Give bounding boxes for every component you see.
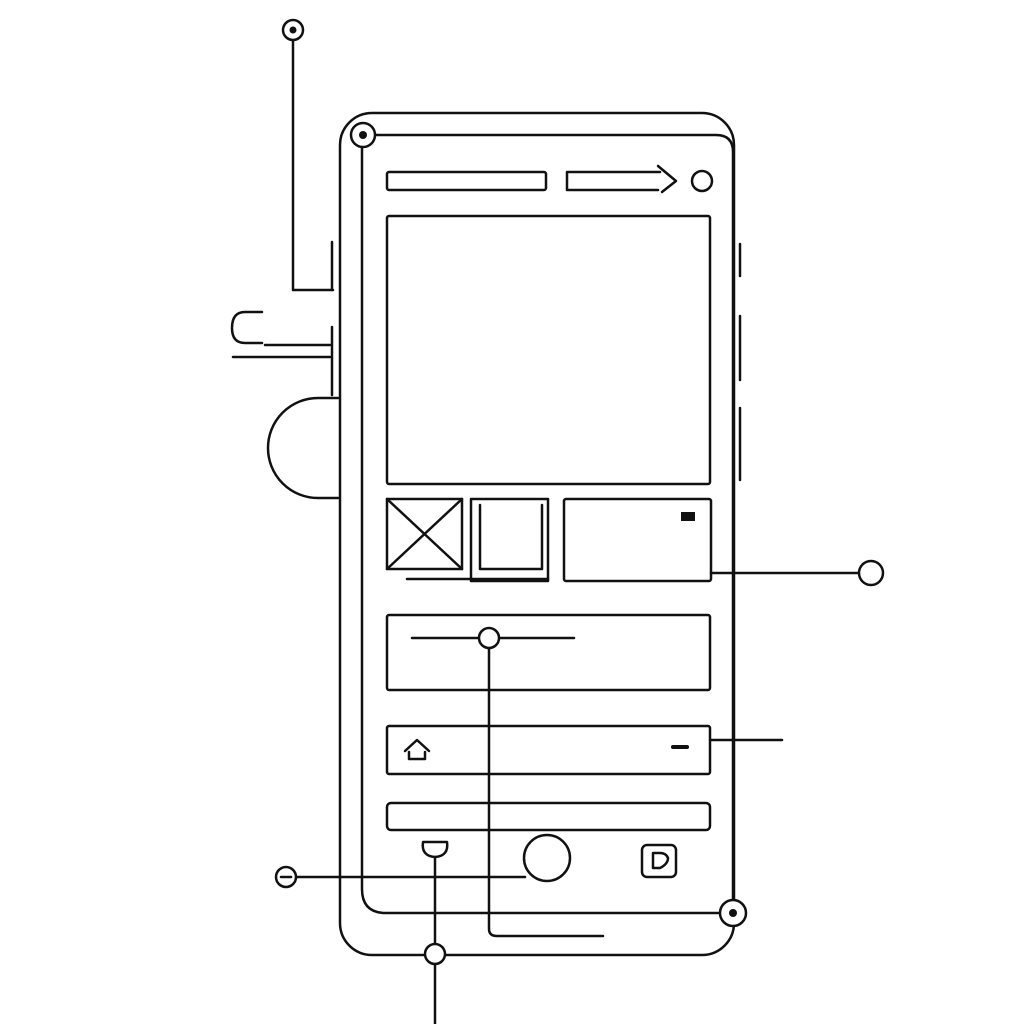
tile-card[interactable] bbox=[562, 497, 713, 583]
image-placeholder-icon[interactable] bbox=[385, 497, 464, 571]
side-bump bbox=[266, 396, 340, 500]
node-dot bbox=[289, 26, 297, 34]
tile-square[interactable] bbox=[469, 497, 550, 583]
title-bar-placeholder bbox=[385, 170, 548, 192]
callout-line-top bbox=[291, 38, 335, 292]
circle-icon[interactable] bbox=[690, 169, 714, 193]
home-button-icon[interactable] bbox=[522, 833, 572, 883]
tile-badge bbox=[681, 512, 695, 521]
node-dot bbox=[359, 131, 367, 139]
callout-line-slider bbox=[487, 646, 605, 938]
search-bar-placeholder[interactable] bbox=[565, 170, 662, 192]
callout-node-bottom bbox=[423, 942, 447, 966]
back-icon[interactable] bbox=[421, 840, 449, 859]
side-connector bbox=[230, 310, 332, 359]
slider-card bbox=[385, 613, 712, 692]
chevron-right-icon[interactable] bbox=[656, 164, 678, 194]
play-icon[interactable] bbox=[640, 843, 678, 879]
tile-cross bbox=[385, 497, 464, 571]
callout-node-right bbox=[857, 559, 885, 587]
home-icon[interactable] bbox=[403, 738, 431, 761]
phone-body bbox=[338, 111, 736, 957]
node-dot bbox=[729, 909, 737, 917]
slider-thumb[interactable] bbox=[477, 626, 501, 650]
main-image-placeholder bbox=[385, 214, 712, 486]
nav-card[interactable] bbox=[385, 724, 712, 776]
bottom-input-bar[interactable] bbox=[385, 801, 712, 832]
play-glyph bbox=[651, 851, 670, 870]
